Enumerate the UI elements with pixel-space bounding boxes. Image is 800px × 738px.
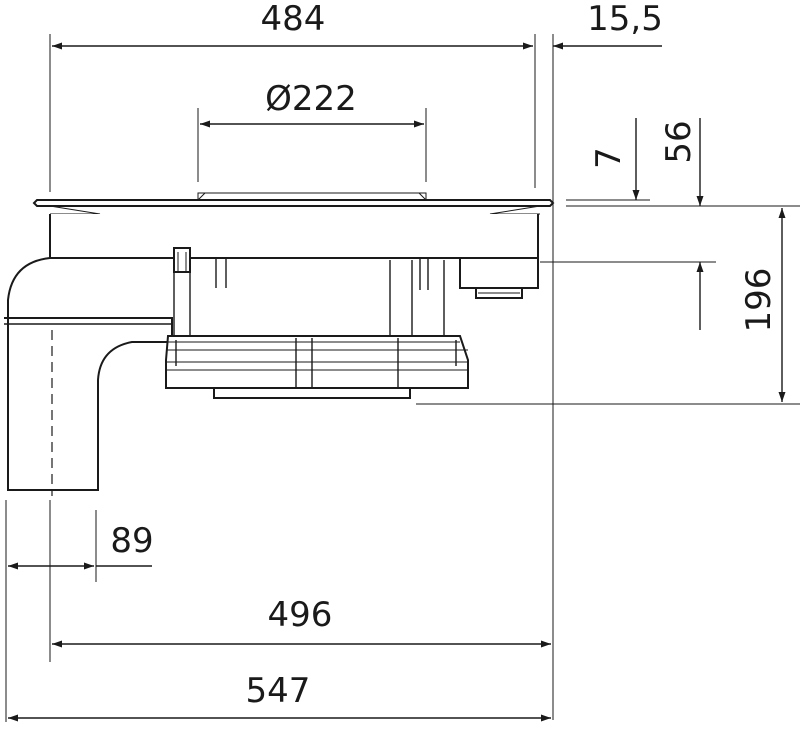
dim-484-label: 484 [261, 0, 326, 39]
dim-496-label: 496 [268, 595, 333, 635]
dim-56-label: 56 [659, 120, 699, 163]
dim-196-label: 196 [739, 268, 779, 333]
dimension-lines [8, 42, 786, 722]
dim-15-5-label: 15,5 [587, 0, 663, 39]
dim-7-label: 7 [589, 147, 629, 169]
dim-547-label: 547 [246, 671, 311, 711]
dim-89-label: 89 [110, 521, 153, 561]
dim-diameter-label: Ø222 [265, 79, 357, 119]
hood-body [4, 192, 555, 496]
extension-lines [5, 34, 800, 722]
